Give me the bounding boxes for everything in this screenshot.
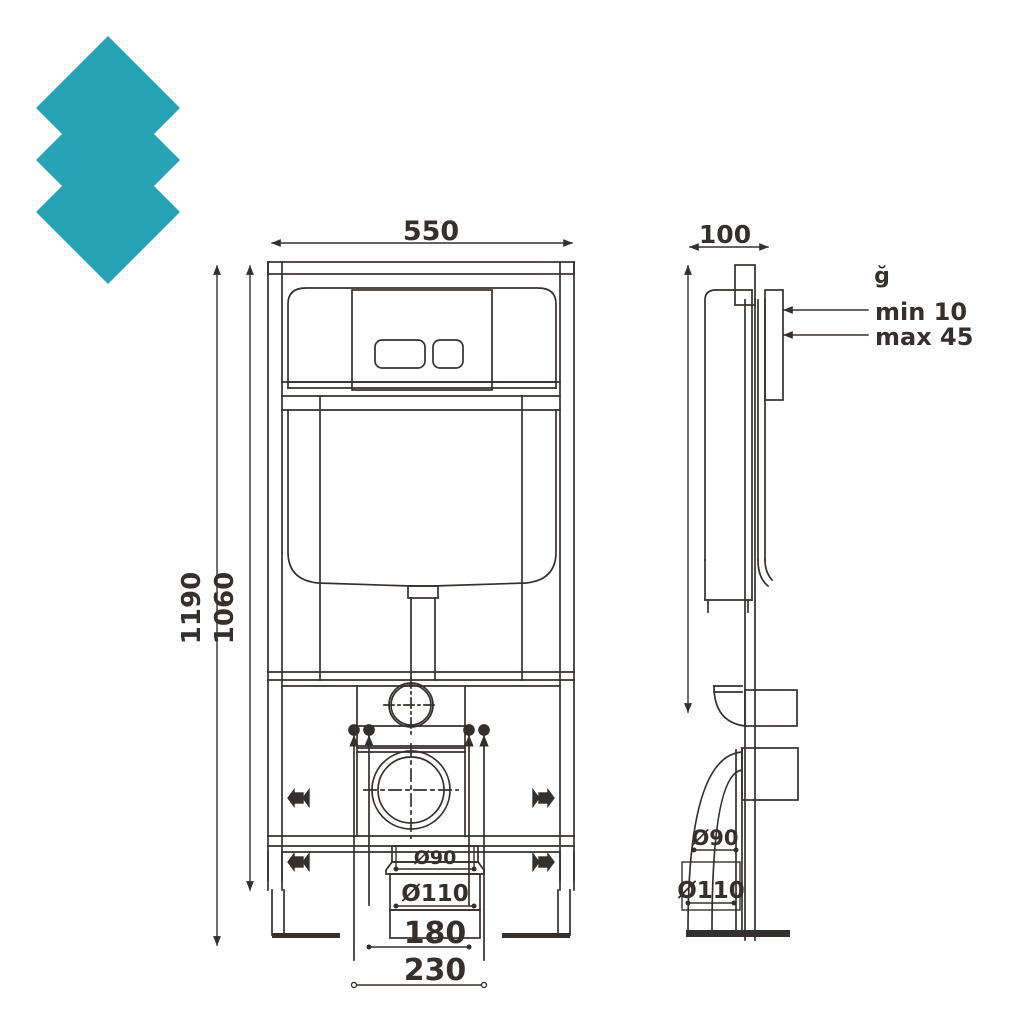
- side-inlet-elbow: [713, 685, 798, 727]
- frame-top-rail: [267, 261, 575, 275]
- dimension-label-110-side: Ø110: [677, 878, 745, 904]
- side-base-plate: [686, 930, 790, 937]
- side-elevation-view: [686, 264, 799, 941]
- leader-label-min-10: min 10: [875, 298, 967, 326]
- flush-button-small[interactable]: [432, 339, 464, 369]
- bolt-markers-left: [348, 724, 375, 961]
- side-cistern-front-wall: [704, 289, 753, 561]
- flush-plate-assembly: [287, 287, 557, 391]
- lower-service-bay: [348, 677, 490, 961]
- wall-bracket-right-upper: [532, 787, 555, 809]
- dimension-label-90-side: Ø90: [691, 826, 738, 850]
- dimension-label-230: 230: [404, 953, 467, 988]
- dimension-label-90-front: Ø90: [414, 847, 457, 869]
- dimension-label-550: 550: [403, 216, 459, 247]
- cistern-right-wall: [433, 409, 557, 587]
- side-inlet-socket: [744, 689, 798, 727]
- leader-label-glyph: ğ: [874, 264, 890, 289]
- bolt-markers-right: [463, 724, 490, 961]
- cistern-left-wall: [287, 409, 411, 587]
- side-waste-socket: [741, 747, 799, 801]
- dimension-label-1060: 1060: [210, 572, 240, 644]
- wall-bracket-left-upper: [287, 787, 310, 809]
- dimension-label-1190: 1190: [177, 572, 207, 644]
- flush-plate[interactable]: [351, 289, 493, 391]
- dimension-waste-110-side: [681, 861, 741, 911]
- flush-button-large[interactable]: [374, 339, 426, 369]
- wall-bracket-left-lower: [287, 851, 310, 873]
- dimension-label-100: 100: [699, 220, 751, 249]
- front-elevation-view: [267, 261, 575, 961]
- side-waste-elbow: [687, 747, 799, 931]
- waste-connector-front: [385, 845, 485, 939]
- dimension-inlet-90-front: [393, 845, 477, 872]
- dimension-label-110-front: Ø110: [401, 881, 469, 907]
- wall-bracket-right-lower: [532, 851, 555, 873]
- wall-panel-band: [764, 289, 784, 401]
- flush-pipe-collar: [407, 585, 439, 599]
- leader-label-max-45: max 45: [875, 323, 973, 351]
- chevron-stack-logo: [36, 36, 180, 284]
- cistern-top-outline: [287, 287, 557, 389]
- concealed-cistern-body: [287, 409, 557, 681]
- dimension-label-180: 180: [404, 916, 467, 951]
- support-legs: [267, 851, 575, 938]
